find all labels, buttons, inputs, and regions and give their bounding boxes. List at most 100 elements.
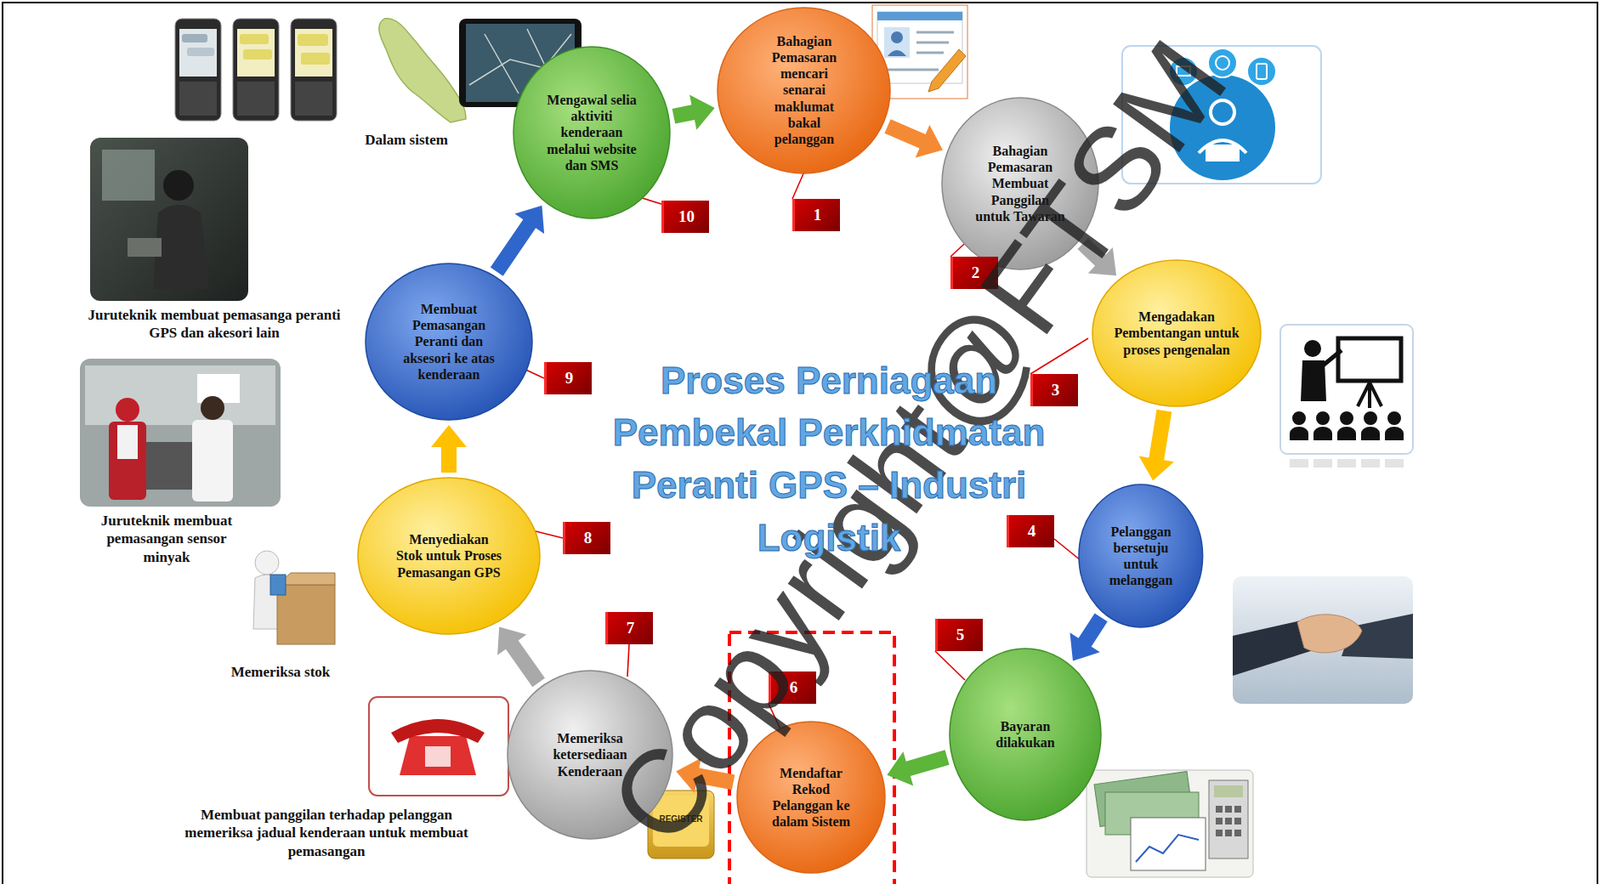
callout-number: 1 <box>813 205 823 225</box>
process-ellipse: Mengawal selia aktiviti kenderaan melalu… <box>512 45 671 220</box>
telephone-frame <box>368 697 509 796</box>
photo-window <box>102 149 155 201</box>
picture-caption: Memeriksa stok <box>195 663 366 681</box>
text-group: Pelanggan bersetuju untuk melanggan <box>1098 523 1184 590</box>
ellipse-fill <box>365 263 533 420</box>
handshake-picture <box>1232 576 1413 704</box>
step-text: Menyediakan Stok untuk Proses Pemasangan… <box>396 531 503 581</box>
phone-body <box>290 18 337 121</box>
ellipse-outline <box>948 647 1102 822</box>
text-group: Bahagian Pemasaran mencari senarai maklu… <box>761 33 847 148</box>
presentation-board <box>1338 338 1402 381</box>
leader-line <box>792 171 805 199</box>
process-ellipse: Membuat Pemasangan Peranti dan aksesori … <box>364 262 534 421</box>
audience-reflection <box>1289 459 1404 468</box>
callout-number: 10 <box>678 207 695 227</box>
text-group: Mengawal selia aktiviti kenderaan melalu… <box>541 91 642 174</box>
flow-arrow <box>884 119 942 158</box>
flow-arrow <box>886 749 949 786</box>
text-group: Membuat Pemasangan Peranti dan aksesori … <box>401 300 497 383</box>
text-group: Mendaftar Rekod Pelanggan ke dalam Siste… <box>768 765 854 831</box>
step-text: Bayaran dilakukan <box>982 718 1068 751</box>
step-text: Pelanggan bersetuju untuk melanggan <box>1098 523 1184 590</box>
picture-caption: Juruteknik membuat pemasanga peranti GPS… <box>86 306 342 343</box>
report-sheet <box>1130 817 1206 871</box>
calculator <box>1208 780 1249 859</box>
easel-legs <box>1357 382 1382 409</box>
sms-bubble <box>300 52 330 65</box>
phone-body <box>232 18 279 121</box>
flow-arrow <box>672 95 715 131</box>
step-text: Mendaftar Rekod Pelanggan ke dalam Siste… <box>768 765 854 831</box>
step-text: Mengawal selia aktiviti kenderaan melalu… <box>541 91 642 174</box>
photo-device <box>127 238 162 257</box>
callout-number: 9 <box>565 368 574 388</box>
audience-bodies <box>1289 426 1404 441</box>
diagram-title: Proses Perniagaan Pembekal Perkhidmatan … <box>582 354 1076 564</box>
callout-box: 8 <box>562 521 611 555</box>
process-ellipse: Bayaran dilakukan <box>948 647 1102 822</box>
presenter-icon-frame <box>1280 324 1413 454</box>
callout-box: 7 <box>605 612 653 645</box>
truck-panel <box>85 365 276 426</box>
callout-number: 4 <box>1027 521 1037 541</box>
phone-screen <box>295 28 333 77</box>
callout-number: 5 <box>956 625 965 645</box>
callout-number: 3 <box>1051 380 1061 400</box>
process-ellipse: Menyediakan Stok untuk Proses Pemasangan… <box>357 476 541 636</box>
ellipse-fill <box>949 648 1101 821</box>
step-text: Membuat Pemasangan Peranti dan aksesori … <box>401 300 497 383</box>
callout-box: 1 <box>792 198 840 232</box>
photo-equipment <box>146 442 194 490</box>
phone-screen <box>179 28 217 77</box>
sms-bubble <box>181 34 208 43</box>
picture-caption: Dalam sistem <box>321 130 492 149</box>
clipboard <box>270 574 286 596</box>
form-photo <box>884 27 910 58</box>
leader-line <box>1054 539 1082 562</box>
text-group: Menyediakan Stok untuk Proses Pemasangan… <box>396 531 503 581</box>
hands <box>1297 614 1362 653</box>
leader-line <box>627 644 630 677</box>
presenter-body <box>1300 360 1327 402</box>
map-outline <box>379 18 466 123</box>
audience-heads <box>1292 411 1402 426</box>
pencil <box>928 49 966 92</box>
process-ellipse: Bahagian Pemasaran mencari senarai maklu… <box>716 6 891 175</box>
telephone-keypad <box>425 746 451 767</box>
photo-person-body <box>192 419 233 502</box>
ellipse-fill <box>1092 260 1261 407</box>
sms-bubble <box>239 34 269 45</box>
technician-photo <box>90 137 249 301</box>
text-group: Mengadakan Pembentangan untuk proses pen… <box>1112 308 1241 358</box>
calculator-screen <box>1214 785 1243 798</box>
device-icon <box>1247 56 1277 86</box>
callout-box: 10 <box>661 200 710 233</box>
sms-bubble <box>297 34 329 46</box>
process-ellipse: Mengadakan Pembentangan untuk proses pen… <box>1091 259 1262 408</box>
flow-arrow <box>1069 612 1107 661</box>
figure-head <box>255 550 279 575</box>
report-chart <box>1135 834 1199 863</box>
telephone-handset <box>391 719 485 744</box>
ellipse-fill <box>717 7 891 174</box>
form-avatar <box>890 31 903 44</box>
calculator-buttons <box>1215 805 1242 837</box>
process-ellipse: Pelanggan bersetuju untuk melanggan <box>1078 483 1204 629</box>
form-avatar-body <box>887 50 907 57</box>
ellipse-fill <box>357 477 540 635</box>
ellipse-fill <box>513 46 670 219</box>
callout-box: 9 <box>544 362 592 395</box>
presenter-arm <box>1322 350 1342 366</box>
presenter-head <box>1304 340 1322 358</box>
sms-bubble <box>187 47 215 57</box>
phone-keypad <box>237 81 275 116</box>
flow-arrow <box>1139 409 1175 482</box>
flow-arrow <box>431 425 467 473</box>
photo-person-head <box>163 170 194 201</box>
flow-arrow <box>497 626 545 687</box>
callout-number: 8 <box>584 528 593 548</box>
phone-keypad <box>295 81 333 116</box>
